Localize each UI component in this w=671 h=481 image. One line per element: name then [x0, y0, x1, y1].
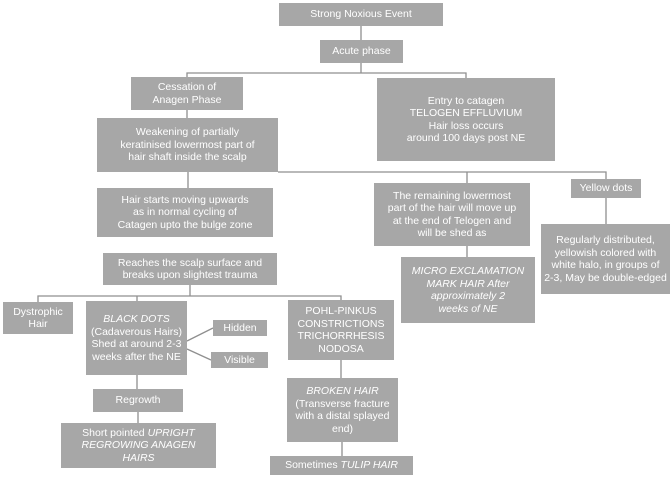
node-label: Dystrophic Hair [13, 305, 63, 331]
node-label: Strong Noxious Event [310, 8, 412, 21]
node-remaining-lowermost: The remaining lowermost part of the hair… [374, 183, 530, 246]
node-label: Cessation of Anagen Phase [152, 81, 222, 106]
node-label: Weakening of partially keratinised lower… [120, 126, 255, 164]
node-label: Regularly distributed, yellowish colored… [544, 234, 667, 284]
node-reaches-scalp: Reaches the scalp surface and breaks upo… [103, 253, 277, 285]
edge-blackdots-to-hidden [186, 327, 214, 342]
node-label: The remaining lowermost part of the hair… [387, 189, 517, 240]
edge-blackdots-to-visible [186, 348, 212, 361]
node-label: BLACK DOTS (Cadaverous Hairs) Shed at ar… [90, 313, 183, 363]
node-entry-catagen: Entry to catagen TELOGEN EFFLUVIUM Hair … [377, 78, 555, 161]
node-label: BROKEN HAIR (Transverse fracture with a … [295, 385, 390, 435]
node-yellow-dots: Yellow dots [571, 179, 641, 198]
node-label: Entry to catagen TELOGEN EFFLUVIUM Hair … [406, 94, 526, 145]
node-label: POHL-PINKUS CONSTRICTIONS TRICHORRHESIS … [297, 305, 385, 355]
node-label: Short pointed UPRIGHT REGROWING ANAGEN H… [81, 426, 196, 464]
node-upright-regrowing: Short pointed UPRIGHT REGROWING ANAGEN H… [61, 423, 216, 468]
node-dystrophic-hair: Dystrophic Hair [3, 302, 73, 334]
node-label: Acute phase [332, 45, 391, 58]
node-label: Sometimes TULIP HAIR [285, 459, 398, 472]
node-acute-phase: Acute phase [320, 40, 403, 63]
node-cessation-anagen: Cessation of Anagen Phase [131, 77, 243, 110]
node-label: Reaches the scalp surface and breaks upo… [117, 256, 263, 282]
node-tulip-hair: Sometimes TULIP HAIR [270, 456, 413, 475]
node-label: Hidden [223, 321, 257, 334]
node-label: MICRO EXCLAMATION MARK HAIR After approx… [411, 265, 525, 315]
edge-right-branch [278, 171, 607, 183]
node-black-dots: BLACK DOTS (Cadaverous Hairs) Shed at ar… [86, 301, 187, 375]
node-weakening: Weakening of partially keratinised lower… [97, 118, 278, 172]
node-label: Yellow dots [579, 182, 633, 195]
node-label: Regrowth [115, 394, 161, 407]
node-regrowth: Regrowth [93, 389, 183, 412]
node-hair-starts-moving: Hair starts moving upwards as in normal … [97, 188, 273, 237]
node-pohl-pinkus: POHL-PINKUS CONSTRICTIONS TRICHORRHESIS … [288, 300, 394, 360]
node-broken-hair: BROKEN HAIR (Transverse fracture with a … [287, 378, 398, 442]
node-visible: Visible [211, 352, 268, 368]
node-strong-noxious-event: Strong Noxious Event [279, 3, 443, 26]
node-label: Hair starts moving upwards as in normal … [117, 193, 253, 231]
node-micro-exclamation: MICRO EXCLAMATION MARK HAIR After approx… [401, 257, 535, 323]
node-regularly-distributed: Regularly distributed, yellowish colored… [541, 224, 670, 294]
edge-acute-branches [186, 63, 467, 78]
node-hidden: Hidden [213, 320, 267, 336]
node-label: Visible [224, 353, 255, 366]
